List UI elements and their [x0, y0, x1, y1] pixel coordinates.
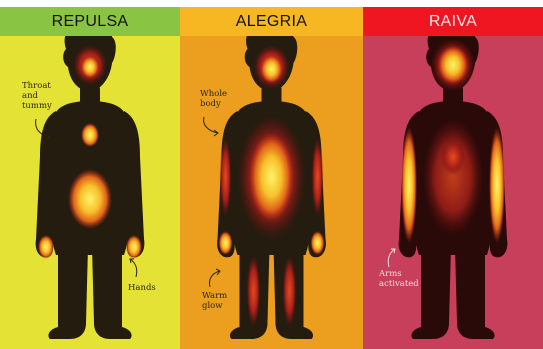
panel-raiva: RAIVA Arms activated	[363, 7, 543, 349]
body-silhouette-repulsa	[0, 7, 180, 349]
annotation-arms-activated: Arms activated	[379, 269, 419, 289]
annotation-throat-tummy: Throat and tummy	[22, 81, 52, 111]
panel-title: REPULSA	[0, 7, 180, 36]
annotation-hands: Hands	[128, 283, 156, 293]
body-silhouette-raiva	[363, 7, 543, 349]
annotation-whole-body: Whole body	[200, 89, 227, 109]
annotation-warm-glow: Warm glow	[202, 291, 227, 311]
panel-alegria: ALEGRIA Whole body Warm glow	[180, 7, 363, 349]
panel-title: ALEGRIA	[180, 7, 363, 36]
panel-title: RAIVA	[363, 7, 543, 36]
panel-repulsa: REPULSA Throat and tummy Hands	[0, 7, 180, 349]
